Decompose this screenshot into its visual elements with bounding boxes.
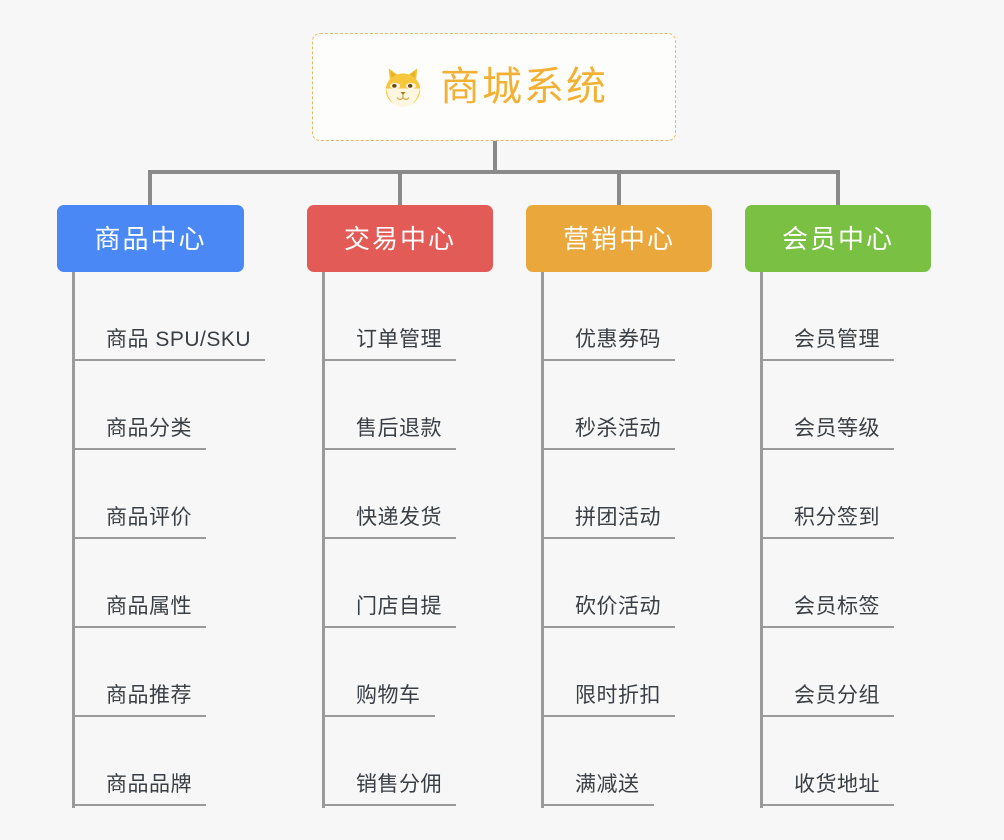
- list-item[interactable]: 砍价活动: [541, 539, 675, 628]
- root-node[interactable]: 商城系统: [312, 33, 676, 141]
- column-spine: [541, 272, 544, 808]
- item-label: 订单管理: [322, 329, 456, 361]
- column-spine: [72, 272, 75, 808]
- list-item[interactable]: 商品评价: [72, 450, 265, 539]
- item-label: 会员标签: [760, 596, 894, 628]
- list-item[interactable]: 会员管理: [760, 272, 894, 361]
- item-label: 快递发货: [322, 507, 456, 539]
- item-label: 会员管理: [760, 329, 894, 361]
- list-item[interactable]: 销售分佣: [322, 717, 456, 806]
- item-label: 门店自提: [322, 596, 456, 628]
- list-item[interactable]: 快递发货: [322, 450, 456, 539]
- item-label: 优惠券码: [541, 329, 675, 361]
- category-box-1[interactable]: 商品中心: [57, 205, 244, 272]
- item-column-2: 订单管理售后退款快递发货门店自提购物车销售分佣: [322, 272, 456, 808]
- category-label: 会员中心: [781, 223, 894, 254]
- connector-horizontal-bar: [148, 170, 840, 174]
- category-box-3[interactable]: 营销中心: [526, 205, 712, 272]
- column-spine: [322, 272, 325, 808]
- connector-drop-1: [148, 170, 152, 206]
- list-item[interactable]: 限时折扣: [541, 628, 675, 717]
- list-item[interactable]: 秒杀活动: [541, 361, 675, 450]
- list-item[interactable]: 门店自提: [322, 539, 456, 628]
- item-label: 商品评价: [72, 507, 206, 539]
- category-label: 交易中心: [343, 223, 456, 254]
- item-label: 商品品牌: [72, 774, 206, 806]
- category-label: 商品中心: [94, 223, 207, 254]
- list-item[interactable]: 商品品牌: [72, 717, 265, 806]
- item-column-3: 优惠券码秒杀活动拼团活动砍价活动限时折扣满减送: [541, 272, 675, 808]
- root-title: 商城系统: [440, 65, 608, 109]
- item-label: 商品分类: [72, 418, 206, 450]
- item-label: 满减送: [541, 774, 654, 806]
- shiba-dog-icon: [380, 64, 426, 110]
- item-label: 会员等级: [760, 418, 894, 450]
- item-label: 收货地址: [760, 774, 894, 806]
- list-item[interactable]: 订单管理: [322, 272, 456, 361]
- item-label: 商品属性: [72, 596, 206, 628]
- list-item[interactable]: 优惠券码: [541, 272, 675, 361]
- item-label: 商品推荐: [72, 685, 206, 717]
- list-item[interactable]: 收货地址: [760, 717, 894, 806]
- item-label: 限时折扣: [541, 685, 675, 717]
- connector-drop-2: [398, 170, 402, 206]
- category-label: 营销中心: [562, 223, 675, 254]
- item-label: 购物车: [322, 685, 435, 717]
- item-label: 砍价活动: [541, 596, 675, 628]
- category-box-4[interactable]: 会员中心: [745, 205, 931, 272]
- item-label: 商品 SPU/SKU: [72, 329, 266, 361]
- list-item[interactable]: 积分签到: [760, 450, 894, 539]
- item-label: 秒杀活动: [541, 418, 675, 450]
- item-label: 积分签到: [760, 507, 894, 539]
- list-item[interactable]: 购物车: [322, 628, 456, 717]
- list-item[interactable]: 会员分组: [760, 628, 894, 717]
- connector-root-stem: [493, 141, 497, 173]
- list-item[interactable]: 商品 SPU/SKU: [72, 272, 266, 361]
- item-label: 拼团活动: [541, 507, 675, 539]
- item-label: 售后退款: [322, 418, 456, 450]
- connector-drop-4: [836, 170, 840, 206]
- connector-drop-3: [617, 170, 621, 206]
- item-label: 会员分组: [760, 685, 894, 717]
- item-label: 销售分佣: [322, 774, 456, 806]
- list-item[interactable]: 拼团活动: [541, 450, 675, 539]
- list-item[interactable]: 商品属性: [72, 539, 265, 628]
- list-item[interactable]: 商品分类: [72, 361, 265, 450]
- list-item[interactable]: 会员标签: [760, 539, 894, 628]
- item-column-4: 会员管理会员等级积分签到会员标签会员分组收货地址: [760, 272, 894, 808]
- list-item[interactable]: 售后退款: [322, 361, 456, 450]
- category-box-2[interactable]: 交易中心: [307, 205, 493, 272]
- column-spine: [760, 272, 763, 808]
- item-column-1: 商品 SPU/SKU 商品分类商品评价商品属性商品推荐商品品牌: [72, 272, 266, 808]
- list-item[interactable]: 商品推荐: [72, 628, 265, 717]
- list-item[interactable]: 会员等级: [760, 361, 894, 450]
- list-item[interactable]: 满减送: [541, 717, 675, 806]
